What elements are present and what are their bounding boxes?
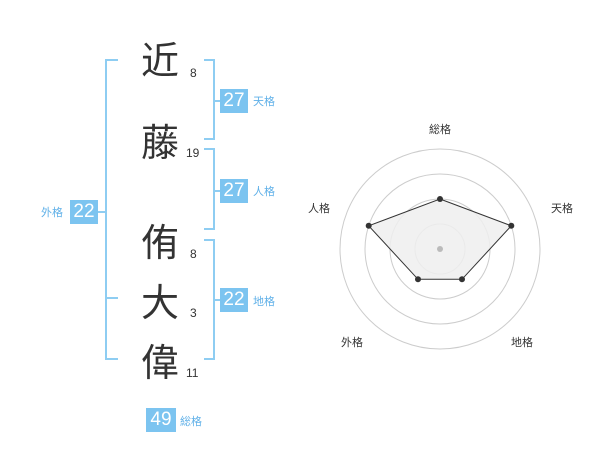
radar-chart — [339, 148, 541, 350]
radar-axis-label-gaikaku: 外格 — [341, 336, 363, 349]
radar-point-2 — [508, 222, 515, 229]
stroke-count-4: 3 — [190, 306, 197, 320]
name-char-5: 偉 — [140, 341, 179, 385]
radar-point-4 — [415, 276, 421, 283]
radar-axis-label-jinkaku: 人格 — [308, 202, 330, 215]
stroke-count-1: 8 — [190, 66, 197, 80]
soukaku-value-badge: 49 — [146, 408, 176, 432]
name-char-2: 藤 — [140, 121, 179, 165]
radar-grid-ring-4 — [339, 148, 541, 350]
radar-series-polygon — [367, 198, 513, 280]
chikaku-bracket — [204, 239, 215, 360]
tenkaku-value-badge: 27 — [220, 89, 248, 113]
tenkaku-label: 天格 — [253, 95, 275, 108]
tenkaku-bracket — [204, 59, 215, 140]
radar-axis-label-chikaku: 地格 — [511, 336, 533, 349]
name-char-3: 侑 — [140, 221, 179, 265]
jinkaku-value-badge: 27 — [220, 179, 248, 203]
stroke-count-5: 11 — [186, 366, 199, 380]
name-char-4: 大 — [140, 281, 179, 325]
stroke-count-3: 8 — [190, 247, 197, 261]
stroke-count-2: 19 — [186, 146, 200, 160]
radar-grid-ring-3 — [364, 173, 516, 325]
radar-axis-label-tenkaku: 天格 — [551, 202, 573, 215]
radar-point-3 — [459, 276, 465, 283]
gaikaku-label: 外格 — [41, 206, 63, 219]
bracket-lines — [98, 59, 220, 360]
chikaku-label: 地格 — [253, 295, 275, 308]
jinkaku-label: 人格 — [253, 185, 275, 198]
radar-center-point — [437, 246, 443, 252]
radar-point-1 — [437, 196, 443, 202]
radar-point-5 — [365, 222, 372, 229]
gaikaku-bracket — [105, 59, 118, 360]
jinkaku-bracket — [204, 148, 215, 230]
soukaku-label: 総格 — [180, 415, 202, 428]
gaikaku-value-badge: 22 — [70, 200, 98, 224]
name-char-1: 近 — [140, 39, 179, 83]
radar-axis-label-soukaku: 総格 — [429, 123, 451, 136]
chikaku-value-badge: 22 — [220, 288, 248, 312]
